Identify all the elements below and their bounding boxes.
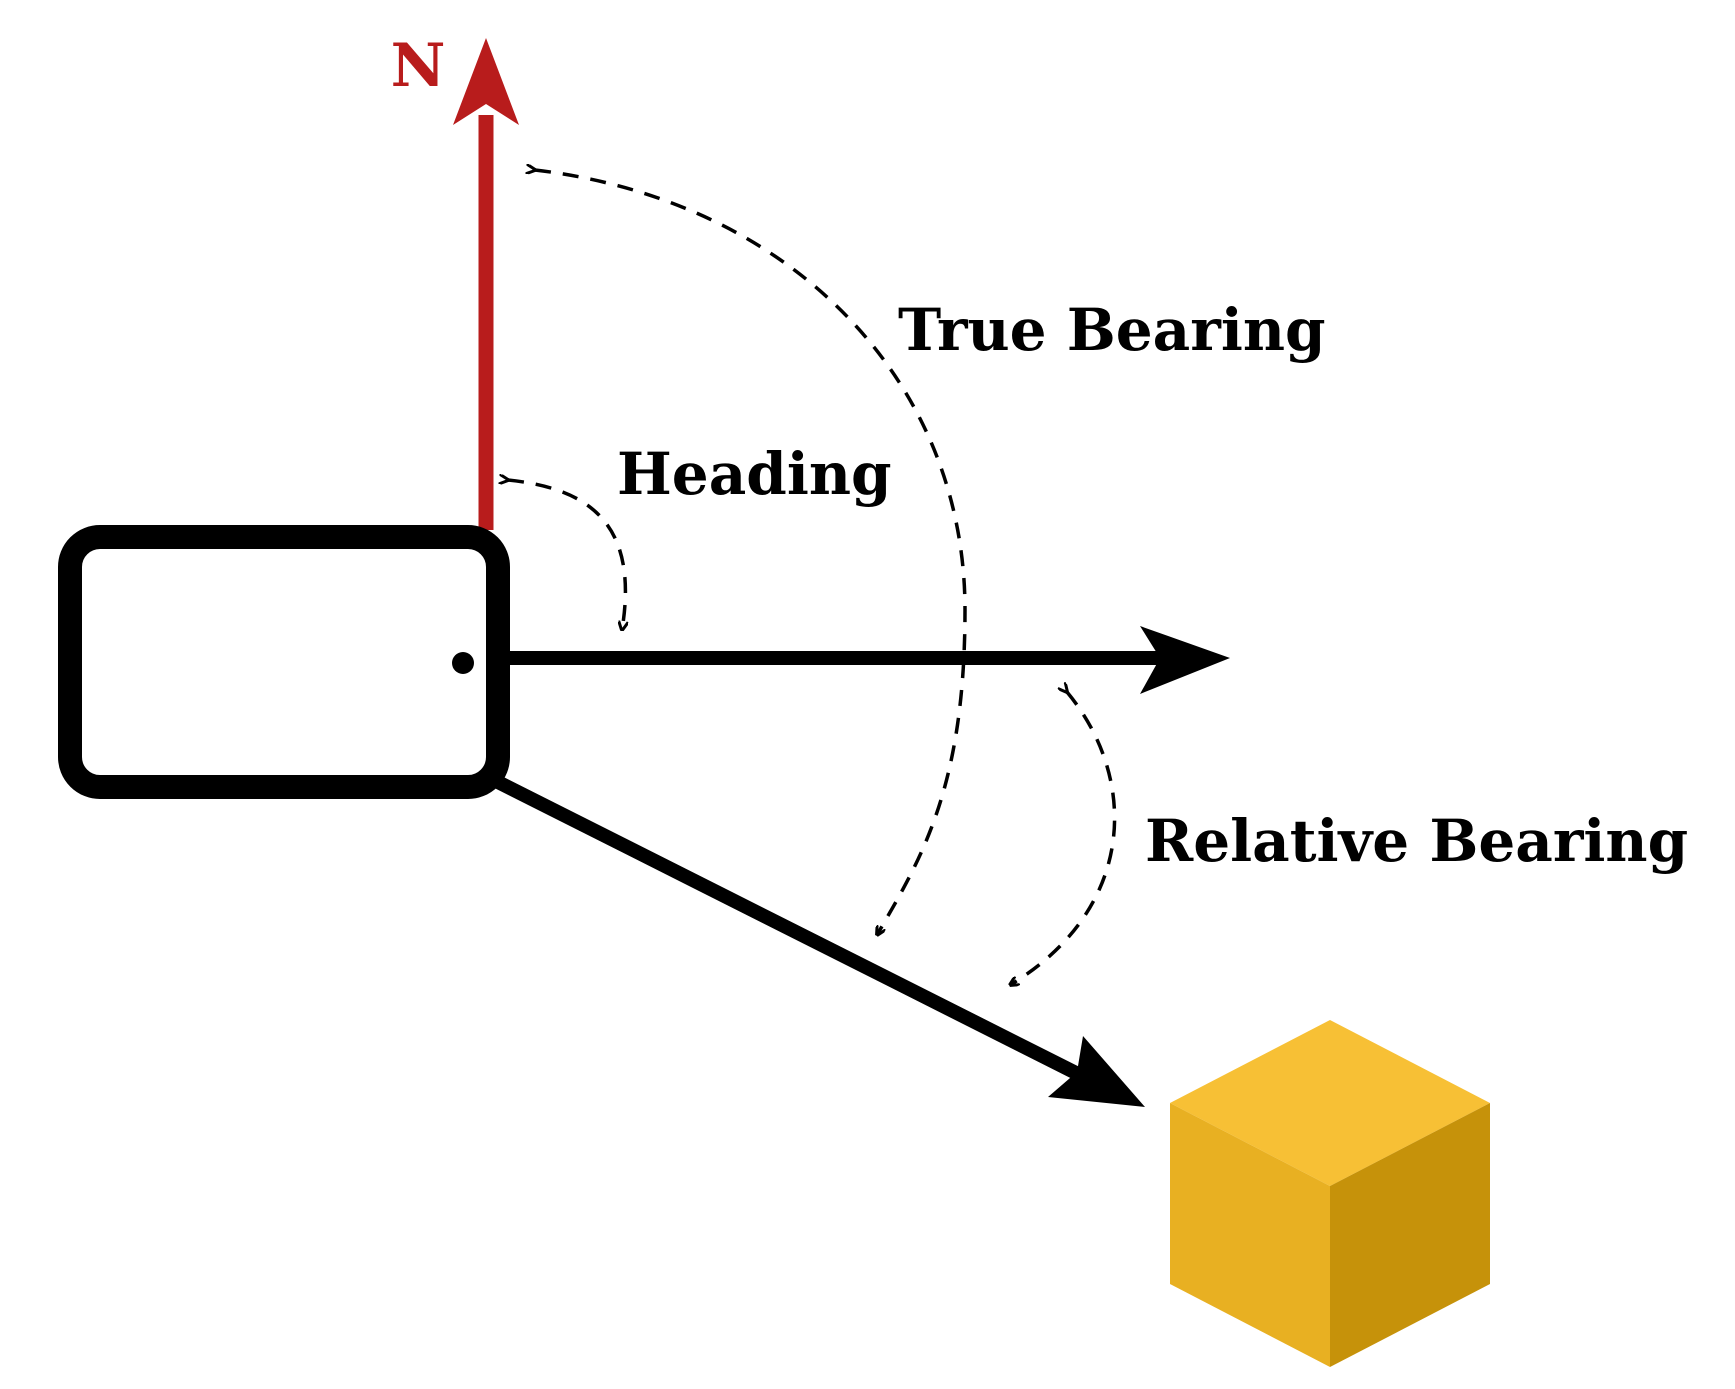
target-arrow (494, 775, 1145, 1107)
north-arrow (453, 38, 519, 530)
north-label: N (391, 31, 446, 101)
cube-right-face (1330, 1103, 1490, 1367)
heading-label: Heading (617, 440, 892, 508)
relative-bearing-label: Relative Bearing (1145, 807, 1688, 875)
true-bearing-arc (535, 170, 967, 935)
north-arrow-head (453, 38, 519, 125)
target-arrow-head (1048, 1036, 1145, 1107)
heading-arrow-head (1140, 626, 1230, 694)
true-bearing-label: True Bearing (898, 296, 1326, 364)
cube-icon (1170, 1020, 1490, 1367)
heading-arrow (505, 626, 1230, 694)
cube-left-face (1170, 1103, 1330, 1367)
vehicle-sensor-dot (452, 652, 474, 674)
vehicle-icon (58, 525, 510, 799)
heading-arc (508, 480, 625, 630)
relative-bearing-arc (1010, 692, 1117, 985)
